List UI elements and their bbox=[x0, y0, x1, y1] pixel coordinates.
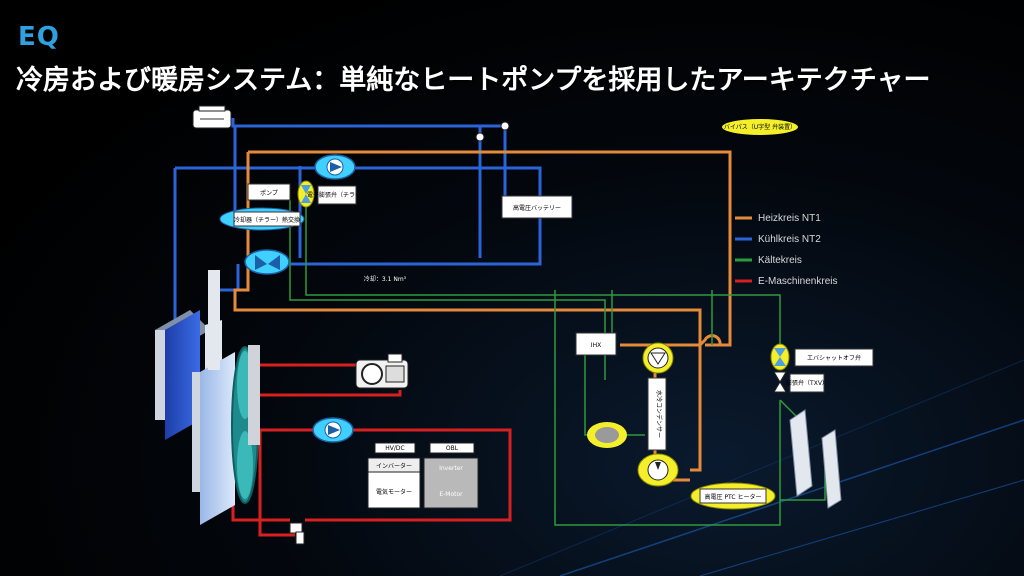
obl-box bbox=[429, 442, 475, 454]
hvdc-box bbox=[374, 442, 416, 454]
eq-logo: EQ bbox=[18, 22, 60, 52]
compressor-icon bbox=[355, 353, 409, 389]
legend-kaeltekreis: Kältekreis bbox=[758, 255, 802, 266]
inverter-motor-gray-box bbox=[423, 457, 479, 509]
valve-icon bbox=[773, 371, 787, 393]
heizkreis-lines bbox=[233, 150, 732, 482]
emotor-gray-label: E-Motor bbox=[439, 491, 463, 498]
chiller-box bbox=[233, 211, 301, 227]
ptc-box bbox=[699, 488, 767, 504]
valve-left-label: 電子膨張弁（チラー） bbox=[307, 191, 367, 199]
legend-kuehlkreis: Kühlkreis NT2 bbox=[758, 234, 821, 245]
ihx-box bbox=[575, 332, 617, 356]
background-streaks bbox=[499, 359, 1024, 576]
pump-box-label: ポンプ bbox=[260, 189, 278, 197]
cooling-value-label: 冷却：3.1 Nm³ bbox=[364, 275, 407, 283]
pump-icon bbox=[244, 249, 290, 275]
valve-icon bbox=[297, 180, 315, 208]
shutoff-valve-label: エバシャットオフ弁 bbox=[807, 354, 861, 362]
top-right-badge bbox=[722, 119, 798, 135]
junction-dots bbox=[475, 121, 510, 142]
pump-box bbox=[247, 183, 291, 201]
radiator-icon bbox=[789, 409, 842, 509]
motor-label: 電気モーター bbox=[376, 488, 412, 496]
valve-left-box bbox=[317, 185, 357, 205]
valve-icon bbox=[642, 342, 674, 374]
inverter-gray-label: Inverter bbox=[439, 465, 463, 472]
accumulator-icon bbox=[587, 422, 627, 448]
compressor-icon bbox=[637, 453, 679, 487]
hv-battery-box bbox=[501, 195, 573, 219]
slide-title: 冷房および暖房システム：単純なヒートポンプを採用したアーキテクチャー bbox=[16, 65, 931, 96]
inverter-label: インバーター bbox=[376, 462, 412, 470]
txv-label: 膨張弁（TXV） bbox=[786, 379, 828, 387]
rear-radiator bbox=[192, 270, 235, 525]
obl-label: OBL bbox=[446, 445, 459, 452]
txv-box bbox=[789, 373, 825, 393]
ptc-label: 高電圧 PTC ヒーター bbox=[705, 493, 762, 501]
condenser-box bbox=[647, 377, 667, 451]
legend-emaschinen: E-Maschinenkreis bbox=[758, 276, 837, 287]
ihx-label: IHX bbox=[591, 342, 601, 349]
valve-icon bbox=[770, 343, 790, 371]
thermostat-valve-icon bbox=[289, 522, 305, 545]
hvdc-label: HV/DC bbox=[385, 445, 404, 452]
shutoff-valve-box bbox=[794, 348, 874, 367]
hv-battery-label: 高電圧バッテリー bbox=[513, 204, 561, 212]
legend: Heizkreis NT1 Kühlkreis NT2 Kältekreis E… bbox=[735, 213, 837, 287]
pump-icon bbox=[312, 417, 354, 443]
expansion-tank-icon bbox=[192, 105, 232, 129]
pump-icon bbox=[314, 154, 356, 180]
top-right-badge-label: バイパス（U字型 弁装置） bbox=[724, 123, 796, 131]
condenser-label: 水冷コンデンサー bbox=[655, 390, 663, 438]
legend-heizkreis: Heizkreis NT1 bbox=[758, 213, 821, 224]
emaschinenkreis-lines bbox=[231, 363, 512, 537]
chiller-label: 冷却器（チラー）熱交換 bbox=[234, 216, 300, 224]
front-radiator bbox=[155, 310, 222, 440]
fan-icon bbox=[231, 345, 260, 504]
